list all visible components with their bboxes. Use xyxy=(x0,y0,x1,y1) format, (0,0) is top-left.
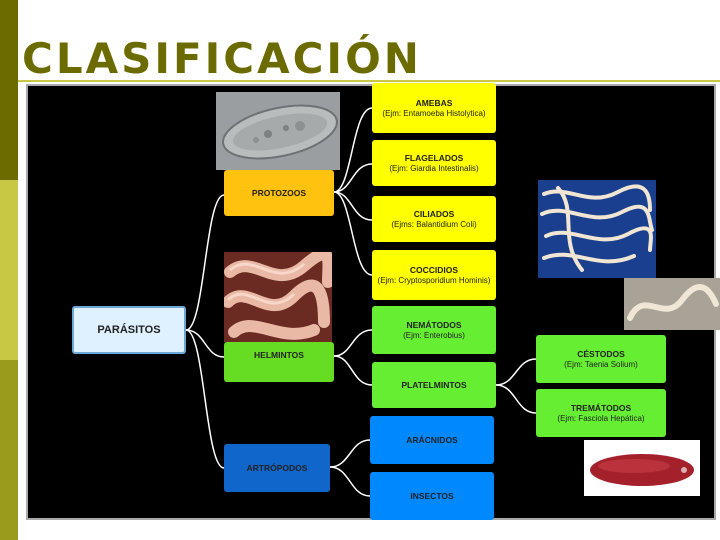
connector-helmintos-platelmintos xyxy=(334,356,372,385)
node-label: CILIADOS xyxy=(414,209,455,220)
node-example: (Ejm: Entamoeba Histolytica) xyxy=(382,109,485,119)
connector-artropodos-insectos xyxy=(330,467,370,496)
connector-protozoos-coccidios xyxy=(334,192,372,275)
group-node-label: ARTRÓPODOS xyxy=(247,463,308,474)
connector-platelmintos-cestodos xyxy=(496,359,536,385)
intestinal-worms-photo xyxy=(224,252,332,342)
node-example: (Ejms: Balantidium Coli) xyxy=(391,220,476,230)
root-node-parasitos: PARÁSITOS xyxy=(72,306,186,354)
node-flagelados: FLAGELADOS (Ejm: Giardia Intestinalis) xyxy=(372,140,496,186)
node-example: (Ejm: Fasciola Hepática) xyxy=(557,414,644,424)
node-label: TREMÁTODOS xyxy=(571,403,631,414)
node-aracnidos: ARÁCNIDOS xyxy=(370,416,494,464)
node-label: AMEBAS xyxy=(416,98,453,109)
node-label: ARÁCNIDOS xyxy=(406,435,457,446)
node-cestodos: CÉSTODOS (Ejm: Taenia Solium) xyxy=(536,335,666,383)
paramecium-photo xyxy=(216,92,340,170)
node-nematodos: NEMÁTODOS (Ejm: Enterobius) xyxy=(372,306,496,354)
node-label: CÉSTODOS xyxy=(577,349,625,360)
connector-root-protozoos xyxy=(186,195,224,330)
node-example: (Ejm: Taenia Solium) xyxy=(564,360,638,370)
connector-root-artropodos xyxy=(186,330,224,468)
node-amebas: AMEBAS (Ejm: Entamoeba Histolytica) xyxy=(372,83,496,133)
tapeworm-photo xyxy=(538,180,656,278)
connector-helmintos-nematodos xyxy=(334,330,372,356)
roundworm-photo xyxy=(624,278,720,330)
node-trematodos: TREMÁTODOS (Ejm: Fasciola Hepática) xyxy=(536,389,666,437)
fluke-photo xyxy=(584,440,700,496)
node-example: (Ejm: Giardia Intestinalis) xyxy=(389,164,478,174)
node-insectos: INSECTOS xyxy=(370,472,494,520)
connector-platelmintos-trematodos xyxy=(496,385,536,413)
node-ciliados: CILIADOS (Ejms: Balantidium Coli) xyxy=(372,196,496,242)
group-node-artropodos: ARTRÓPODOS xyxy=(224,444,330,492)
node-example: (Ejm: Enterobius) xyxy=(403,331,465,341)
node-label: INSECTOS xyxy=(410,491,453,502)
node-label: PLATELMINTOS xyxy=(401,380,466,391)
root-node-label: PARÁSITOS xyxy=(97,325,160,336)
node-label: FLAGELADOS xyxy=(405,153,464,164)
node-label: COCCIDIOS xyxy=(410,265,458,276)
node-platelmintos: PLATELMINTOS xyxy=(372,362,496,408)
node-coccidios: COCCIDIOS (Ejm: Cryptosporidium Hominis) xyxy=(372,250,496,300)
node-example: (Ejm: Cryptosporidium Hominis) xyxy=(378,276,491,286)
group-node-label: PROTOZOOS xyxy=(252,188,306,199)
group-node-label: HELMINTOS xyxy=(254,350,304,361)
group-node-helmintos: HELMINTOS xyxy=(224,342,334,382)
group-node-protozoos: PROTOZOOS xyxy=(224,170,334,216)
connector-artropodos-aracnidos xyxy=(330,440,370,467)
node-label: NEMÁTODOS xyxy=(406,320,461,331)
